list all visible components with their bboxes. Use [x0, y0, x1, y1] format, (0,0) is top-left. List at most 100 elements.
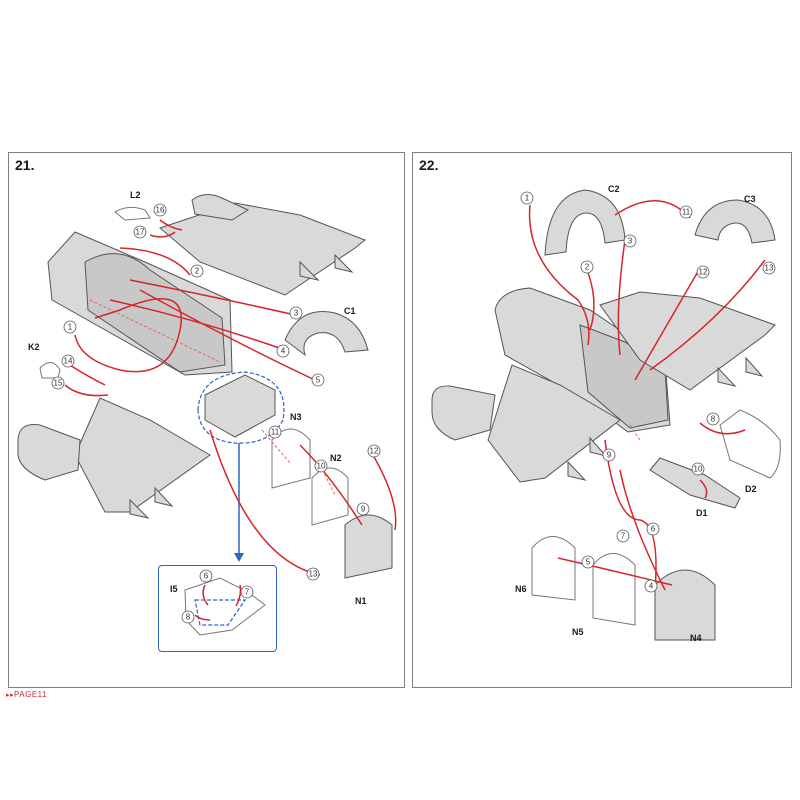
box-part	[204, 374, 276, 438]
label-n5: N5	[572, 627, 584, 637]
label-n6: N6	[515, 584, 527, 594]
step-marker-2: 2	[190, 264, 204, 278]
page-number-text: PAGE11	[14, 690, 47, 699]
part-i5-shape	[184, 577, 266, 636]
step22-marker-1: 1	[520, 191, 534, 205]
part-n3-shape	[271, 428, 311, 489]
svg-text:5: 5	[586, 558, 591, 567]
upper-wing	[159, 202, 366, 296]
step22-marker-4: 4	[644, 579, 658, 593]
svg-text:4: 4	[649, 582, 654, 591]
part-n5-shape	[592, 553, 636, 626]
part-d2-shape	[719, 409, 781, 479]
step-marker-17: 17	[133, 225, 147, 239]
svg-text:7: 7	[245, 588, 250, 597]
svg-text:6: 6	[204, 572, 209, 581]
step22-marker-3: 3	[623, 234, 637, 248]
svg-text:13: 13	[765, 264, 774, 273]
svg-text:10: 10	[317, 462, 326, 471]
step-marker-5: 5	[311, 373, 325, 387]
svg-text:16: 16	[156, 206, 165, 215]
svg-text:17: 17	[136, 228, 145, 237]
step22-marker-5: 5	[581, 555, 595, 569]
label-n3: N3	[290, 412, 302, 422]
step-marker-8: 8	[181, 610, 195, 624]
step-marker-11: 11	[268, 425, 282, 439]
label-d1: D1	[696, 508, 708, 518]
svg-text:12: 12	[370, 447, 379, 456]
step22-marker-6: 6	[646, 522, 660, 536]
svg-text:11: 11	[682, 208, 691, 217]
fuselage-opening-22	[579, 324, 669, 429]
step22-marker-10: 10	[691, 462, 705, 476]
part-d1-shape	[649, 457, 741, 509]
label-c1: C1	[344, 306, 356, 316]
fuselage-opening	[84, 253, 226, 373]
svg-text:1: 1	[68, 323, 73, 332]
step-marker-7: 7	[240, 585, 254, 599]
step-marker-13: 13	[306, 567, 320, 581]
svg-text:1: 1	[525, 194, 530, 203]
step-marker-3: 3	[289, 306, 303, 320]
label-n4: N4	[690, 633, 702, 643]
step22-marker-9: 9	[602, 448, 616, 462]
upper-wing-pod	[191, 194, 250, 221]
lower-wing-pod	[17, 424, 81, 481]
step-21-title: 21.	[15, 157, 35, 173]
step22-marker-11: 11	[679, 205, 693, 219]
svg-text:9: 9	[361, 505, 366, 514]
lower-wing-pod-22	[431, 385, 496, 441]
part-n2-shape	[311, 467, 349, 526]
part-c3-shape	[694, 199, 776, 244]
label-n1: N1	[355, 596, 367, 606]
step22-marker-12: 12	[696, 265, 710, 279]
step-marker-14: 14	[61, 354, 75, 368]
part-c1-shape	[284, 311, 369, 357]
svg-text:5: 5	[316, 376, 321, 385]
step-marker-1: 1	[63, 320, 77, 334]
part-n4-shape	[654, 569, 716, 641]
step-marker-12: 12	[367, 444, 381, 458]
page-marker-icon: ▸▸	[6, 692, 15, 699]
step-22-title: 22.	[419, 157, 439, 173]
part-n1-shape	[344, 514, 393, 579]
svg-text:15: 15	[54, 379, 63, 388]
label-l2: L2	[130, 190, 141, 200]
svg-text:14: 14	[64, 357, 73, 366]
svg-text:13: 13	[309, 570, 318, 579]
step-marker-10: 10	[314, 459, 328, 473]
step-marker-4: 4	[276, 344, 290, 358]
svg-text:3: 3	[294, 309, 299, 318]
lower-wing	[74, 397, 211, 513]
step22-marker-8: 8	[706, 412, 720, 426]
label-n2: N2	[330, 453, 342, 463]
svg-text:8: 8	[186, 613, 191, 622]
part-c2-shape	[544, 189, 626, 256]
svg-text:6: 6	[651, 525, 656, 534]
label-c3: C3	[744, 194, 756, 204]
label-i5: I5	[170, 584, 178, 594]
svg-text:2: 2	[585, 263, 590, 272]
svg-text:9: 9	[607, 451, 612, 460]
step-marker-15: 15	[51, 376, 65, 390]
step22-marker-2: 2	[580, 260, 594, 274]
step-marker-9: 9	[356, 502, 370, 516]
svg-text:8: 8	[711, 415, 716, 424]
page-number-label: ▸▸PAGE11	[6, 690, 47, 699]
svg-text:2: 2	[195, 267, 200, 276]
step22-marker-7: 7	[616, 529, 630, 543]
svg-text:12: 12	[699, 268, 708, 277]
step22-marker-13: 13	[762, 261, 776, 275]
part-k2-shape	[39, 362, 61, 379]
svg-text:7: 7	[621, 532, 626, 541]
step-marker-6: 6	[199, 569, 213, 583]
part-l2-shape	[114, 206, 151, 221]
lower-wing-22	[487, 364, 621, 483]
part-n6-shape	[531, 536, 576, 601]
label-k2: K2	[28, 342, 40, 352]
label-d2: D2	[745, 484, 757, 494]
svg-text:10: 10	[694, 465, 703, 474]
svg-text:11: 11	[271, 428, 280, 437]
step-marker-16: 16	[153, 203, 167, 217]
